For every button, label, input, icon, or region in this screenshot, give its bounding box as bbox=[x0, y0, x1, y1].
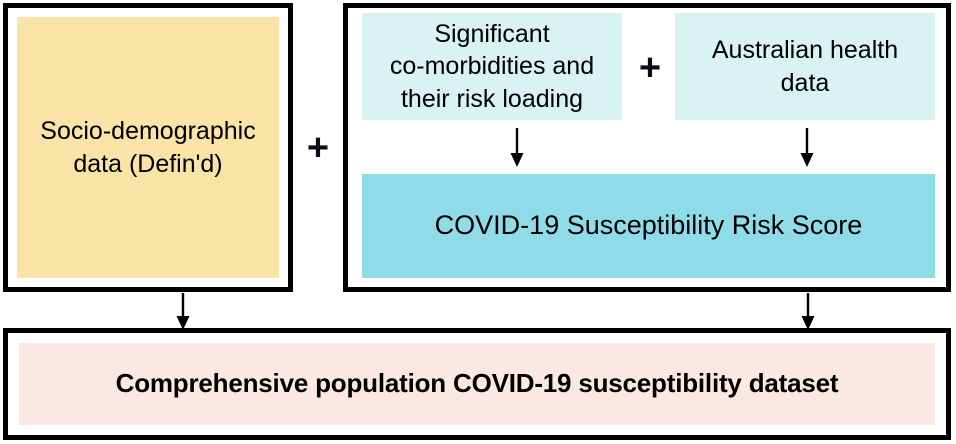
plus-outer-glyph: + bbox=[306, 127, 330, 169]
comorbidities-block: Significant co-morbidities and their ris… bbox=[362, 13, 622, 120]
australian-health-block: Australian health data bbox=[675, 13, 935, 120]
arrow-comorbidities-to-score bbox=[505, 128, 529, 168]
dataset-block: Comprehensive population COVID-19 suscep… bbox=[19, 343, 935, 425]
plus-operator-inner: + bbox=[632, 47, 668, 89]
arrow-socio-to-dataset bbox=[171, 293, 195, 331]
risk-score-block: COVID-19 Susceptibility Risk Score bbox=[362, 174, 935, 278]
arrow-australian-health-to-score bbox=[795, 128, 819, 168]
australian-health-label: Australian health data bbox=[711, 36, 899, 97]
risk-score-label: COVID-19 Susceptibility Risk Score bbox=[434, 210, 863, 241]
comorbidities-label: Significant co-morbidities and their ris… bbox=[389, 19, 595, 113]
arrow-score-to-dataset bbox=[796, 293, 820, 331]
dataset-label: Comprehensive population COVID-19 suscep… bbox=[115, 368, 839, 399]
socio-demographic-block: Socio-demographic data (Defin'd) bbox=[17, 17, 279, 278]
plus-operator-outer: + bbox=[300, 127, 336, 169]
plus-inner-glyph: + bbox=[638, 47, 662, 89]
socio-demographic-label: Socio-demographic data (Defin'd) bbox=[40, 117, 256, 178]
